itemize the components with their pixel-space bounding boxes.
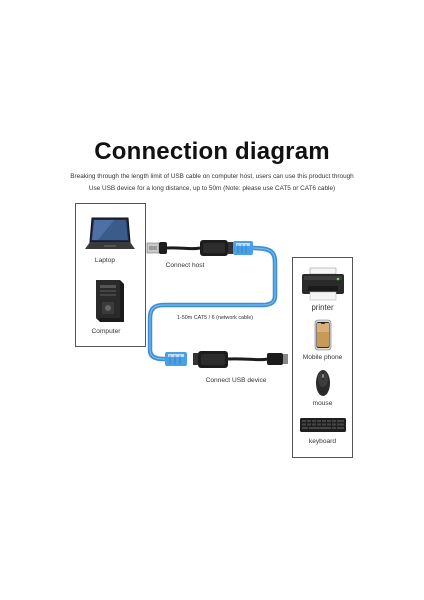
page-title: Connection diagram xyxy=(94,138,330,165)
cable-length-label: 1-50m CAT5 / 6 (network cable) xyxy=(177,315,253,321)
host-extender-adapter-icon xyxy=(200,240,233,256)
usb-a-plug-icon xyxy=(146,242,167,254)
laptop-icon xyxy=(85,217,135,249)
rj45-connector-bottom-icon xyxy=(165,352,187,366)
computer-label: Computer xyxy=(91,328,121,335)
mouse-label: mouse xyxy=(312,400,333,407)
computer-tower-icon xyxy=(96,280,124,322)
laptop-label: Laptop xyxy=(94,257,116,264)
usb-devices-box: printer Mobile phone mouse keyboard xyxy=(292,257,353,458)
mobile-phone-label: Mobile phone xyxy=(302,354,343,361)
keyboard-icon xyxy=(300,418,346,432)
description: Breaking through the length limit of USB… xyxy=(20,171,404,194)
host-devices-box: Laptop Computer xyxy=(75,203,146,347)
usb-a-female-icon xyxy=(267,353,288,365)
mouse-icon xyxy=(316,370,330,396)
rj45-connector-top-icon xyxy=(233,241,253,255)
connect-host-label: Connect host xyxy=(165,262,205,269)
printer-icon xyxy=(302,267,344,301)
keyboard-label: keyboard xyxy=(308,438,337,445)
mobile-phone-icon xyxy=(314,319,332,351)
description-line-1: Breaking through the length limit of USB… xyxy=(70,173,354,180)
device-extender-adapter-icon xyxy=(193,351,228,368)
connect-device-label: Connect USB device xyxy=(205,377,267,384)
printer-label: printer xyxy=(311,303,334,312)
description-line-2: Use USB device for a long distance, up t… xyxy=(88,184,336,192)
